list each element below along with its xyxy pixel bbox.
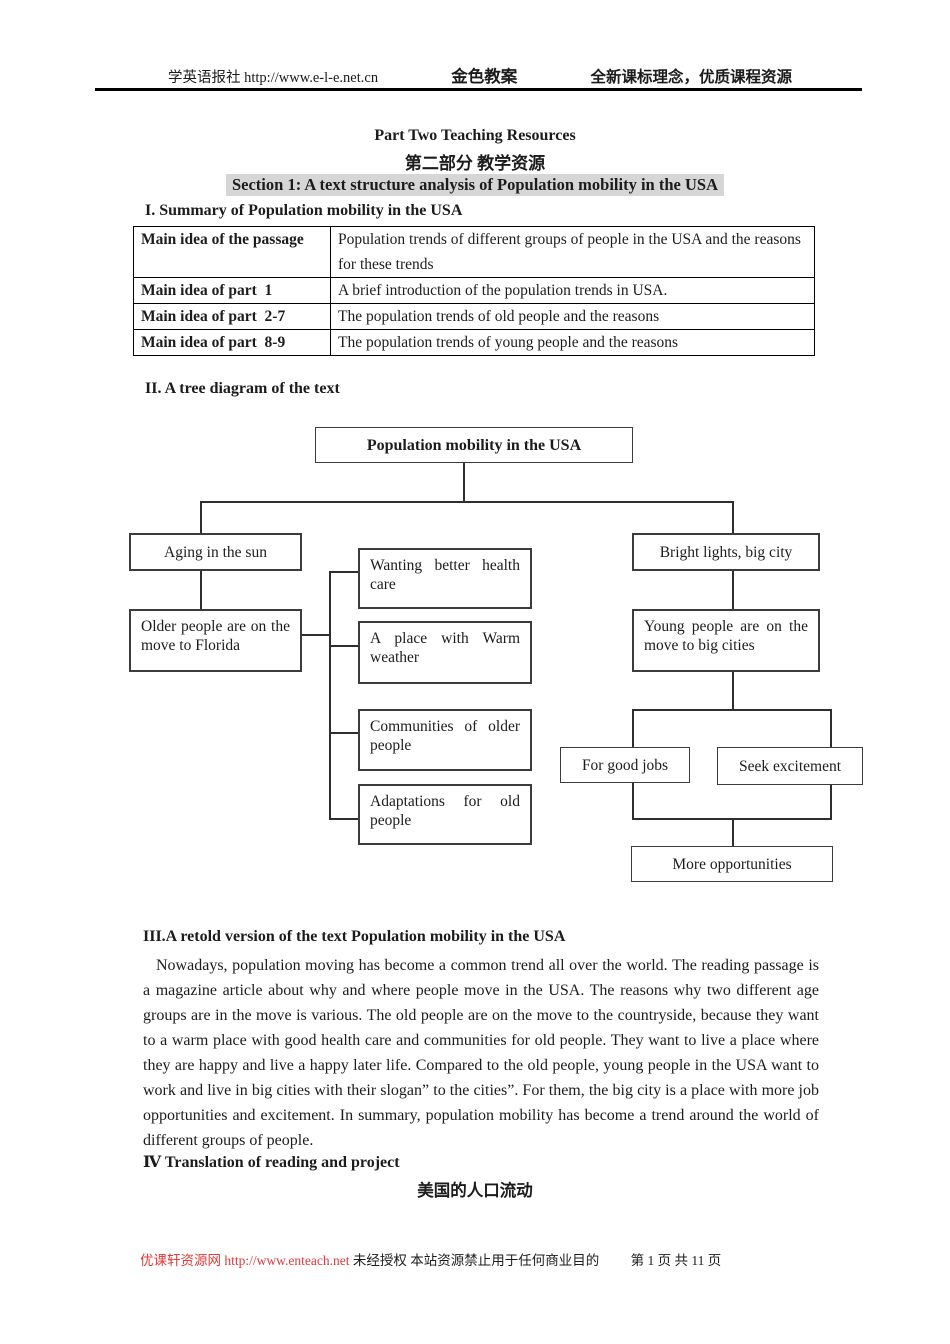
tree-node-root: Population mobility in the USA	[315, 427, 633, 463]
connector-young-loop	[732, 672, 734, 709]
footer-site-url: 优课轩资源网 http://www.enteach.net	[140, 1253, 350, 1268]
table-row: Main idea of part 8-9 The population tre…	[133, 329, 815, 356]
connector-loop-more	[732, 820, 734, 846]
translation-heading: Ⅳ Translation of reading and project	[143, 1154, 400, 1171]
tree-node-bright-lights: Bright lights, big city	[632, 533, 820, 571]
tree-node-communities: Communities of older people	[358, 709, 532, 771]
connector-aging-older	[200, 571, 202, 609]
summary-heading: I. Summary of Population mobility in the…	[145, 202, 463, 219]
row-label: Main idea of the passage	[133, 226, 331, 278]
connector-right-drop	[732, 501, 734, 533]
footer-page-number: 第 1 页 共 11 页	[630, 1253, 722, 1268]
title-part-two: Part Two Teaching Resources	[374, 127, 576, 144]
connector-top-horizontal	[200, 501, 734, 503]
footer-notice: 未经授权 本站资源禁止用于任何商业目的	[352, 1253, 600, 1268]
retold-paragraph: Nowadays, population moving has become a…	[143, 957, 819, 1149]
tree-node-good-jobs: For good jobs	[560, 747, 690, 783]
tree-node-older-people: Older people are on the move to Florida	[129, 609, 302, 672]
connector-bright-young	[732, 571, 734, 609]
row-value: The population trends of old people and …	[330, 303, 815, 330]
bracket-vertical	[329, 571, 331, 820]
header-divider	[95, 88, 862, 91]
row-label: Main idea of part 2-7	[133, 303, 331, 330]
section-heading-wrap: Section 1: A text structure analysis of …	[0, 174, 950, 196]
tree-node-young-people: Young people are on the move to big citi…	[632, 609, 820, 672]
connector-older-bracket	[302, 634, 331, 636]
table-row: Main idea of part 1 A brief introduction…	[133, 277, 815, 304]
tree-node-warm-weather: A place with Warm weather	[358, 621, 532, 684]
tree-heading: II. A tree diagram of the text	[145, 380, 340, 397]
section-heading: Section 1: A text structure analysis of …	[225, 174, 724, 196]
page-footer: 优课轩资源网 http://www.enteach.net 未经授权 本站资源禁…	[140, 1249, 721, 1269]
tree-node-seek-excitement: Seek excitement	[717, 747, 863, 785]
page-header: 学英语报社 http://www.e-l-e.net.cn 金色教案 全新课标理…	[168, 63, 792, 87]
table-row: Main idea of the passage Population tren…	[133, 226, 815, 278]
table-row: Main idea of part 2-7 The population tre…	[133, 303, 815, 330]
row-value: The population trends of young people an…	[330, 329, 815, 356]
translation-title-cn: 美国的人口流动	[417, 1181, 533, 1200]
bracket-stub-4	[329, 818, 358, 820]
summary-table: Main idea of the passage Population tren…	[133, 226, 815, 356]
retold-heading: III.A retold version of the text Populat…	[143, 928, 566, 945]
row-value: Population trends of different groups of…	[330, 226, 815, 278]
tree-node-aging-in-the-sun: Aging in the sun	[129, 533, 302, 571]
header-brand: 金色教案	[451, 67, 518, 86]
connector-left-drop	[200, 501, 202, 533]
row-label: Main idea of part 8-9	[133, 329, 331, 356]
title-part-two-cn: 第二部分 教学资源	[404, 154, 546, 173]
row-value: A brief introduction of the population t…	[330, 277, 815, 304]
bracket-stub-1	[329, 571, 358, 573]
header-site-url: 学英语报社 http://www.e-l-e.net.cn	[168, 70, 379, 86]
tree-node-health-care: Wanting better health care	[358, 548, 532, 609]
connector-root-stem	[463, 463, 465, 501]
bracket-stub-2	[329, 645, 358, 647]
bracket-stub-3	[329, 732, 358, 734]
tree-node-adaptations: Adaptations for old people	[358, 784, 532, 845]
row-label: Main idea of part 1	[133, 277, 331, 304]
tree-node-more-opportunities: More opportunities	[631, 846, 833, 882]
header-slogan: 全新课标理念，优质课程资源	[590, 69, 792, 86]
